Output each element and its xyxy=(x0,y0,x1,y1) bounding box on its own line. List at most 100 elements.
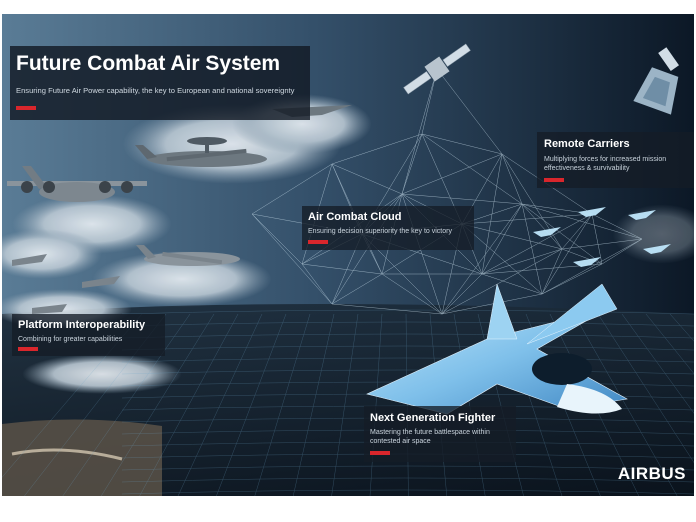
fighter-jet-icon xyxy=(12,254,120,314)
network-link xyxy=(591,213,643,240)
accent-bar xyxy=(308,240,328,244)
network-link xyxy=(381,273,443,315)
clouds xyxy=(2,94,694,394)
network-link xyxy=(521,203,603,265)
grid-line xyxy=(621,313,694,414)
awacs-aircraft-icon xyxy=(135,137,267,167)
grid-line xyxy=(121,477,694,483)
network-link xyxy=(541,238,643,295)
network-link xyxy=(301,263,333,305)
grid-line xyxy=(121,345,694,351)
network-link xyxy=(481,203,523,275)
network-link xyxy=(561,238,643,250)
network-link xyxy=(331,273,383,305)
fighter-jet-icon xyxy=(366,283,628,415)
grid-line xyxy=(216,313,287,496)
grid-line xyxy=(121,309,694,315)
remote-carrier-drone-icon xyxy=(533,207,671,267)
satellite-icon xyxy=(403,43,471,95)
remote-carriers-panel: Remote Carriers Multiplying forces for i… xyxy=(537,132,694,188)
network-link xyxy=(461,223,543,295)
grid-line xyxy=(177,313,263,496)
grid-line xyxy=(121,369,694,375)
network-link xyxy=(521,203,643,240)
network-link xyxy=(441,248,563,315)
grid-line xyxy=(254,313,311,496)
remote-carriers-line1: Multiplying forces for increased mission xyxy=(544,156,667,163)
accent-bar xyxy=(370,451,390,455)
network-link xyxy=(441,293,543,315)
network-link xyxy=(461,213,593,225)
network-link xyxy=(441,203,523,315)
network-link xyxy=(251,163,333,215)
network-link xyxy=(331,303,443,315)
grid-line xyxy=(331,313,359,496)
network-link xyxy=(401,68,438,195)
network-link xyxy=(301,263,383,275)
remote-carriers-line2: effectiveness & survivability xyxy=(544,165,630,172)
air-combat-cloud-panel: Air Combat Cloud Ensuring decision super… xyxy=(302,206,474,250)
grid-line xyxy=(597,313,694,464)
remote-carrier-drone-icon xyxy=(578,207,606,217)
tanker-aircraft-icon xyxy=(136,245,240,266)
grid-line xyxy=(121,357,694,363)
grid-line xyxy=(62,313,191,496)
satellite-icon xyxy=(633,47,679,115)
network-link xyxy=(441,273,483,315)
title-panel: Future Combat Air System Ensuring Future… xyxy=(10,46,310,120)
next-generation-fighter-panel: Next Generation Fighter Mastering the fu… xyxy=(364,406,516,462)
page-title: Future Combat Air System xyxy=(16,52,281,75)
network-link xyxy=(331,163,403,195)
network-link xyxy=(541,248,563,295)
next-generation-fighter-line2: contested air space xyxy=(370,438,431,445)
grid-line xyxy=(121,333,694,339)
network-link xyxy=(421,133,523,205)
next-generation-fighter-line1: Mastering the future battlespace within xyxy=(370,429,490,436)
grid-line xyxy=(121,465,694,471)
remote-carriers-title: Remote Carriers xyxy=(544,138,630,150)
network-link xyxy=(401,133,423,195)
grid-line xyxy=(292,313,335,496)
network-link xyxy=(591,213,603,265)
network-link xyxy=(461,223,563,250)
remote-carrier-drone-icon xyxy=(628,210,656,220)
network-link xyxy=(251,213,303,265)
platform-interoperability-line1: Combining for greater capabilities xyxy=(18,336,123,343)
next-generation-fighter-title: Next Generation Fighter xyxy=(370,412,496,424)
network-link xyxy=(481,213,593,275)
network-link xyxy=(521,203,543,295)
grid-line xyxy=(121,489,694,495)
grid-line xyxy=(139,313,239,496)
network-link xyxy=(481,153,503,275)
airbus-logo: AIRBUS xyxy=(617,464,686,483)
air-combat-cloud-line1: Ensuring decision superiority the key to… xyxy=(308,228,452,235)
grid-line xyxy=(121,321,694,327)
network-link xyxy=(501,153,523,205)
remote-carrier-drone-icon xyxy=(573,257,601,267)
network-link xyxy=(601,238,643,265)
network-link xyxy=(561,213,593,250)
network-link xyxy=(401,193,523,205)
platform-interoperability-title: Platform Interoperability xyxy=(18,319,146,331)
network-link xyxy=(401,153,503,195)
network-link xyxy=(481,273,543,295)
remote-carrier-drone-icon xyxy=(533,227,561,237)
grid-line xyxy=(369,313,383,496)
poster: Future Combat Air System Ensuring Future… xyxy=(2,14,694,496)
scene-background xyxy=(2,14,694,496)
network-link xyxy=(521,203,563,250)
grid-line xyxy=(100,313,215,496)
grid-line xyxy=(573,313,678,496)
accent-bar xyxy=(16,106,36,110)
page-subtitle: Ensuring Future Air Power capability, th… xyxy=(16,86,295,95)
air-combat-cloud-title: Air Combat Cloud xyxy=(308,211,402,223)
network-link xyxy=(251,213,333,305)
accent-bar xyxy=(544,178,564,182)
grid-line xyxy=(405,313,409,496)
grid-line xyxy=(645,313,694,375)
network-link xyxy=(541,263,603,295)
network-link xyxy=(331,133,423,165)
remote-carrier-drone-icon xyxy=(643,244,671,254)
network-link xyxy=(421,133,503,155)
network-link xyxy=(541,213,593,295)
